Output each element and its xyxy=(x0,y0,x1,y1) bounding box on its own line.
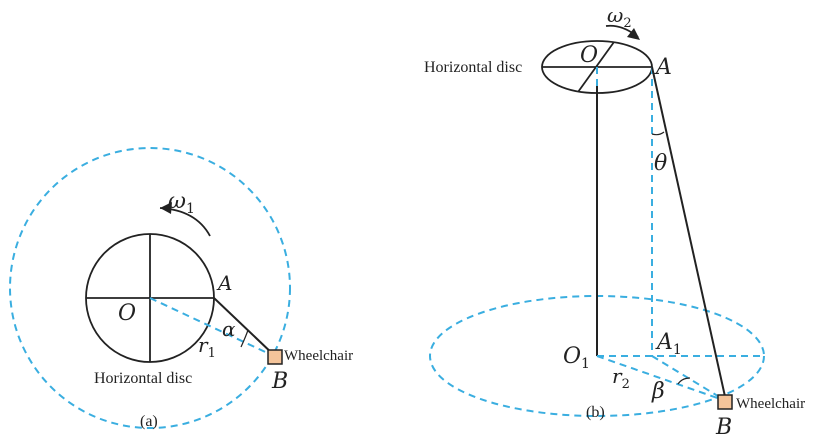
fig-b-disc-label: Horizontal disc xyxy=(424,59,522,76)
fig-a-rope xyxy=(213,297,277,358)
fig-a-omega-arrowhead xyxy=(160,202,172,214)
figure-a: ω1 A O r1 α B Wheelchair Horizontal disc… xyxy=(9,147,353,430)
fig-b-wheelchair-icon xyxy=(717,394,733,410)
fig-b-point-a1: A1 xyxy=(655,330,682,358)
fig-a-radius-label: r1 xyxy=(198,333,216,361)
fig-b-beta-label: β xyxy=(651,379,665,404)
fig-b-point-a: A xyxy=(654,55,672,80)
fig-b-point-o1: O1 xyxy=(563,344,590,372)
fig-b-omega-label: ω2 xyxy=(607,3,632,31)
fig-a-trajectory-circle xyxy=(9,147,291,429)
figure-b: ω2 O A Horizontal disc θ O1 A1 r2 β B Wh… xyxy=(424,3,805,440)
fig-a-wheelchair-icon xyxy=(267,349,283,365)
fig-a-wheelchair-label: Wheelchair xyxy=(284,348,353,364)
fig-b-a1-to-b xyxy=(651,355,727,402)
fig-b-panel-label: (b) xyxy=(586,404,605,421)
fig-b-beta-arc xyxy=(677,377,691,385)
fig-b-point-b: B xyxy=(715,415,732,440)
fig-b-radius-label: r2 xyxy=(612,364,630,392)
fig-a-angle-label: α xyxy=(222,317,236,341)
fig-a-point-b: B xyxy=(271,369,288,394)
fig-b-radius-r2 xyxy=(596,355,727,402)
fig-a-omega-label: ω1 xyxy=(168,189,195,217)
fig-b-wheelchair-label: Wheelchair xyxy=(736,396,805,412)
fig-a-point-o: O xyxy=(118,301,136,326)
fig-b-theta-label: θ xyxy=(654,151,667,176)
fig-a-panel-label: (a) xyxy=(140,413,158,430)
fig-a-point-a: A xyxy=(216,271,232,295)
fig-b-omega-arrowhead xyxy=(627,28,640,40)
fig-a-angle-arc xyxy=(240,329,249,348)
fig-b-theta-arc xyxy=(651,131,665,136)
fig-a-disc-label: Horizontal disc xyxy=(94,370,192,387)
fig-b-rope xyxy=(651,66,727,402)
fig-b-point-o: O xyxy=(580,43,598,68)
